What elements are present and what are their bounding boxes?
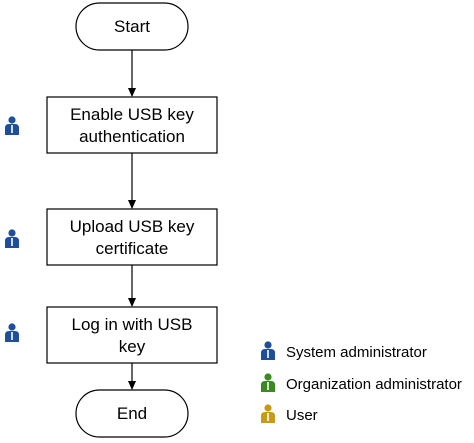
- legend-label-organization-administrator: Organization administrator: [286, 376, 462, 393]
- end-label: End: [117, 404, 147, 423]
- legend-label-system-administrator: System administrator: [286, 344, 427, 361]
- start-node: Start: [75, 2, 189, 51]
- start-label: Start: [114, 17, 150, 36]
- step-enable-usb-key-authentication: Enable USB key authentication: [46, 96, 218, 154]
- legend-item-organization-administrator: Organization administrator: [261, 373, 462, 393]
- step1-label-line1: Enable USB key: [70, 105, 194, 124]
- step3-label-line1: Log in with USB: [72, 315, 193, 334]
- system-administrator-icon: [5, 229, 19, 248]
- legend-item-user: User: [261, 404, 318, 424]
- legend-label-user: User: [286, 407, 318, 424]
- system-administrator-legend-icon: [261, 341, 275, 360]
- end-node: End: [75, 389, 189, 438]
- user-legend-icon: [261, 404, 275, 423]
- step-upload-usb-key-certificate: Upload USB key certificate: [46, 208, 218, 266]
- organization-administrator-legend-icon: [261, 373, 275, 392]
- legend-item-system-administrator: System administrator: [261, 341, 427, 361]
- step2-label-line2: certificate: [96, 239, 169, 258]
- step-log-in-with-usb-key: Log in with USB key: [46, 306, 218, 364]
- system-administrator-icon: [5, 116, 19, 135]
- legend: System administrator Organization admini…: [261, 341, 462, 424]
- step2-label-line1: Upload USB key: [70, 217, 195, 236]
- system-administrator-icon: [5, 323, 19, 342]
- step3-label-line2: key: [119, 337, 146, 356]
- step1-label-line2: authentication: [79, 127, 185, 146]
